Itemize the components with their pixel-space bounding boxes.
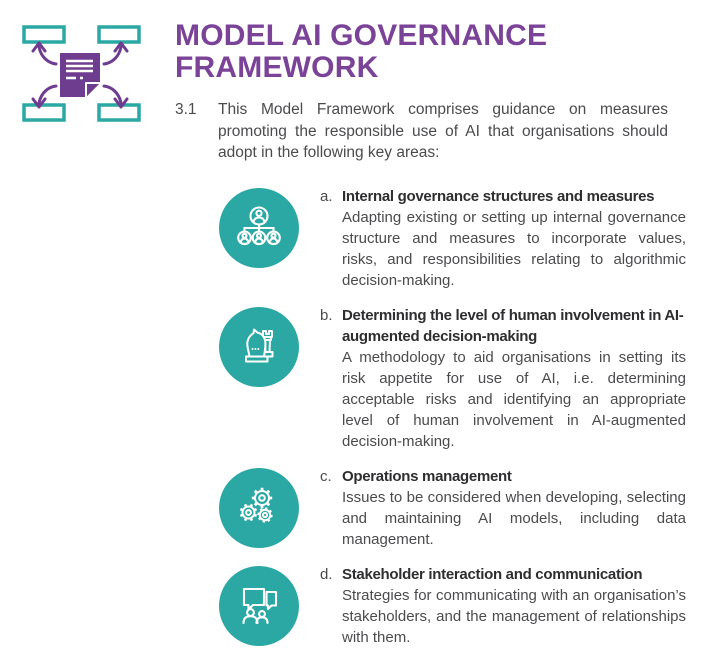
item-marker: d.: [320, 566, 333, 583]
item-title: Operations management: [342, 468, 512, 485]
item-body: Issues to be considered when developing,…: [342, 489, 686, 548]
arrowhead-bottom-left: [31, 97, 47, 109]
key-areas-list: a. Internal governance structures and me…: [219, 186, 689, 662]
item-marker: b.: [320, 307, 333, 324]
speech-bubbles-icon: [242, 587, 278, 625]
arrowhead-bottom-right: [113, 97, 129, 109]
chess-pieces-icon: [245, 328, 274, 363]
diagram-box-top-left: [22, 25, 66, 44]
arrowhead-top-right: [113, 41, 129, 53]
arrow-bottom-left: [37, 84, 58, 105]
key-area-item-a: a. Internal governance structures and me…: [219, 186, 689, 291]
document-icon: [60, 53, 100, 97]
internal-governance-badge: [219, 188, 299, 268]
section-paragraph: This Model Framework comprises guidance …: [218, 101, 668, 161]
diagram-box-top-right: [97, 25, 141, 44]
gears-icon: [239, 487, 273, 523]
item-marker: a.: [320, 188, 333, 205]
key-area-item-d: d. Stakeholder interaction and communica…: [219, 564, 689, 648]
org-chart-icon: [237, 206, 281, 246]
diagram-box-bottom-left: [22, 103, 66, 122]
item-body: Adapting existing or setting up internal…: [342, 209, 686, 289]
item-title: Stakeholder interaction and communicatio…: [342, 566, 643, 583]
item-marker: c.: [320, 468, 332, 485]
key-area-item-b: b. Determining the level of human involv…: [219, 305, 689, 452]
item-body: A methodology to aid organisations in se…: [342, 349, 686, 450]
item-title: Internal governance structures and measu…: [342, 188, 655, 205]
section-3-1: 3.1 This Model Framework comprises guida…: [175, 99, 668, 164]
key-area-item-c: c. Operations management Issues to be co…: [219, 466, 689, 550]
stakeholder-communication-badge: [219, 566, 299, 646]
item-body: Strategies for communicating with an org…: [342, 587, 686, 646]
operations-management-badge: [219, 468, 299, 548]
human-involvement-badge: [219, 307, 299, 387]
arrow-bottom-right: [102, 84, 123, 105]
section-number: 3.1: [175, 101, 197, 118]
page-title: MODEL AI GOVERNANCE FRAMEWORK: [175, 19, 548, 84]
diagram-box-bottom-right: [97, 103, 141, 122]
document-distribution-diagram-icon: [22, 25, 141, 122]
item-title: Determining the level of human involveme…: [342, 307, 684, 345]
arrow-top-right: [102, 45, 123, 66]
arrow-top-left: [37, 45, 58, 66]
arrowhead-top-left: [31, 41, 47, 53]
framework-diagram-logo: [14, 25, 160, 140]
